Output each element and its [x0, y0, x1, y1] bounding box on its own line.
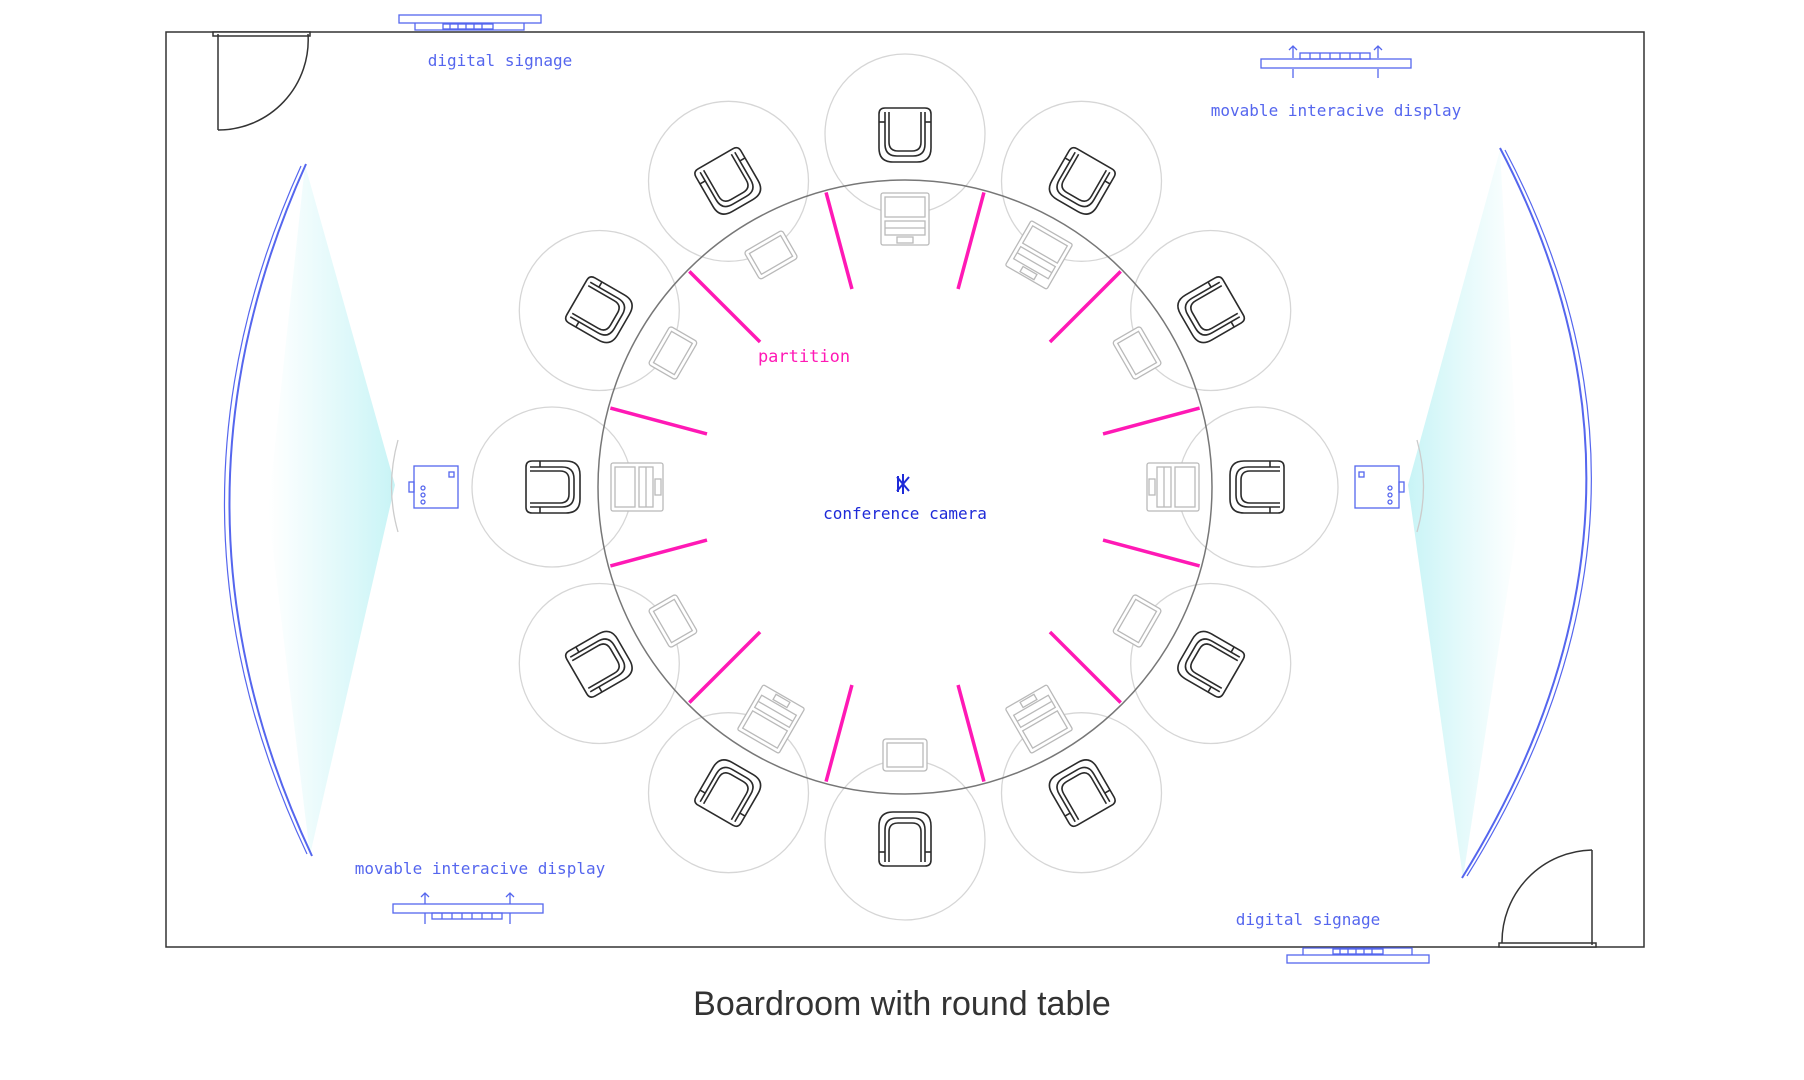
chair-icon — [878, 811, 932, 867]
tablet-icon — [744, 230, 798, 280]
chair-icon — [1048, 759, 1116, 828]
seat-clearance — [647, 100, 810, 262]
laptop-icon — [880, 192, 930, 246]
projector-icon — [1354, 439, 1425, 533]
movable-display-label: movable interacive display — [355, 859, 606, 878]
conference-camera-label: conference camera — [823, 504, 987, 523]
chair-icon — [525, 460, 581, 514]
chair-icon — [1177, 276, 1246, 344]
seat-clearance — [1177, 406, 1339, 568]
camera-icon — [896, 474, 910, 494]
chair-icon — [1229, 460, 1285, 514]
chair-icon — [878, 107, 932, 163]
seat-clearance — [471, 406, 633, 568]
partition-line — [1048, 630, 1122, 704]
laptop-icon — [1146, 462, 1200, 512]
signage-icon — [1286, 947, 1430, 964]
projector-icon — [390, 439, 459, 533]
display-icon — [392, 892, 544, 924]
seat-clearance — [1000, 100, 1163, 262]
seat-clearance — [518, 229, 680, 392]
tablet-icon — [1112, 326, 1162, 380]
projection-screen-left — [223, 163, 395, 857]
partition-line — [1102, 406, 1201, 436]
partition-line — [1048, 270, 1122, 344]
seat-clearance — [824, 53, 986, 215]
seat-clearance — [1130, 582, 1292, 745]
tablet-icon — [648, 594, 698, 648]
partition-line — [688, 630, 762, 704]
seat-clearance — [647, 712, 810, 874]
diagram-caption: Boardroom with round table — [693, 985, 1111, 1023]
seat-clearance — [824, 759, 986, 921]
laptop-icon — [737, 684, 805, 754]
digital-signage-label: digital signage — [428, 51, 573, 70]
movable-display-label: movable interacive display — [1211, 101, 1462, 120]
partition-line — [688, 270, 762, 344]
room-walls — [165, 31, 1645, 948]
tablet-icon — [648, 326, 698, 380]
partition-label: partition — [758, 347, 850, 367]
seat-clearance — [1000, 712, 1163, 874]
partition-line — [824, 684, 854, 783]
tablet-icon — [882, 738, 928, 772]
partition-line — [824, 191, 854, 290]
digital-signage-label: digital signage — [1236, 910, 1381, 929]
projection-screen-right — [1408, 147, 1592, 879]
display-icon — [1260, 45, 1412, 78]
partition-line — [609, 406, 708, 436]
table-devices — [610, 192, 1200, 772]
partition-line — [1102, 538, 1201, 568]
chair-icon — [694, 146, 762, 215]
chair-icon — [564, 630, 633, 698]
seat-clearance — [1130, 229, 1292, 392]
seat-clearance — [518, 582, 680, 745]
chair-icon — [564, 276, 633, 344]
chair-icon — [1177, 630, 1246, 698]
partitions — [609, 191, 1201, 783]
partition-line — [609, 538, 708, 568]
laptop-icon — [1005, 220, 1073, 290]
chair-icon — [1048, 146, 1116, 215]
laptop-icon — [610, 462, 664, 512]
door-icon — [212, 31, 311, 131]
door-icon — [1498, 849, 1597, 948]
chair-icon — [694, 759, 762, 828]
laptop-icon — [1005, 684, 1073, 754]
partition-line — [956, 191, 986, 290]
signage-icon — [398, 14, 542, 31]
round-table — [597, 179, 1213, 795]
tablet-icon — [1112, 594, 1162, 648]
partition-line — [956, 684, 986, 783]
